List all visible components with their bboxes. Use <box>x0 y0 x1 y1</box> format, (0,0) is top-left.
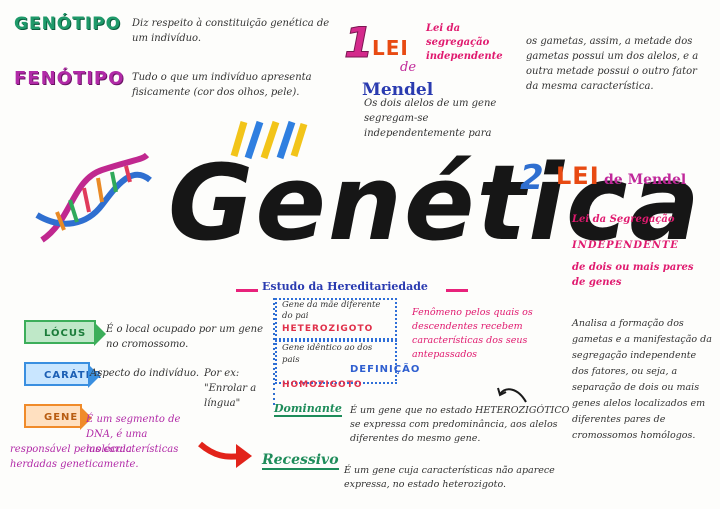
definicao-text: Fenômeno pelos quais os descendentes rec… <box>412 307 533 360</box>
lei1-text-a: Os dois alelos de um gene segregam-se in… <box>364 98 497 139</box>
recessivo-term: Recessivo <box>262 452 339 470</box>
page-title: Genética <box>168 142 702 264</box>
lei1-name: Lei da segregação independente <box>426 23 503 62</box>
lei2-name-3: de dois ou mais pares de genes <box>572 262 694 288</box>
genotipo-term: GENÓTIPO <box>14 14 122 34</box>
estudo-line-left <box>236 289 258 292</box>
dominante-text: É um gene que no estado HETEROZIGÓTICO s… <box>350 405 570 444</box>
fenotipo-term: FENÓTIPO <box>14 68 125 89</box>
carater-term: CARÁTER <box>44 370 103 381</box>
fenotipo-text: Tudo o que um indivíduo apresenta fisica… <box>132 72 312 98</box>
locus-tag: LÓCUS <box>24 320 106 346</box>
lei2-name-2: INDEPENDENTE <box>572 240 679 251</box>
lei1-mendel: Mendel <box>362 80 434 100</box>
locus-term: LÓCUS <box>44 328 87 339</box>
carater-tag: CARÁTER <box>24 362 101 388</box>
lei1-de: de <box>400 60 417 75</box>
curved-arrow-icon <box>497 387 527 403</box>
locus-text: É o local ocupado por um gene no cromoss… <box>106 324 264 350</box>
lei1-lei: LEI <box>372 36 409 60</box>
homozigoto-box <box>275 340 397 384</box>
estudo-heading: Estudo da Hereditariedade <box>262 280 428 293</box>
carater-text: Aspecto do indivíduo. <box>90 368 200 379</box>
definicao-term: DEFINIÇÃO <box>350 364 421 375</box>
heterozigoto-text: Gene da mãe diferente do pai <box>282 300 381 321</box>
gene-term: GENE <box>44 412 79 423</box>
tree-connector <box>273 298 275 406</box>
heterozigoto-term: HETEROZIGOTO <box>282 324 374 334</box>
dna-helix-icon <box>35 152 152 243</box>
lei2-number: 2 <box>520 158 545 198</box>
lei2-de-mendel: de Mendel <box>604 172 687 188</box>
lei2-lei: LEI <box>556 162 600 190</box>
lei2-name-1: Lei da Segregação <box>572 214 675 225</box>
genotipo-text: Diz respeito à constituição genética de … <box>132 18 330 44</box>
heterozigoto-box <box>275 298 397 340</box>
lei1-number: 1 <box>343 18 375 68</box>
gene-text-2: responsável pelas características herdad… <box>10 444 179 470</box>
gene-tag: GENE <box>24 404 92 430</box>
stripes-decoration-icon <box>230 120 308 160</box>
estudo-line-right <box>446 289 468 292</box>
lei2-text: Analisa a formação dos gametas e a manif… <box>572 318 712 441</box>
homozigoto-term: HOMOZIGOTO <box>282 380 363 390</box>
carater-example: Por ex: "Enrolar a língua" <box>204 368 257 409</box>
lei1-text-b: os gametas, assim, a metade dos gametas … <box>526 36 699 92</box>
red-arrow-icon <box>198 441 252 468</box>
recessivo-text: É um gene cuja características não apare… <box>344 465 555 490</box>
homozigoto-text: Gene idêntico ao dos pais <box>282 343 373 365</box>
dominante-term: Dominante <box>274 402 342 417</box>
gene-text-1: É um segmento de DNA, é uma molécula <box>86 414 181 455</box>
